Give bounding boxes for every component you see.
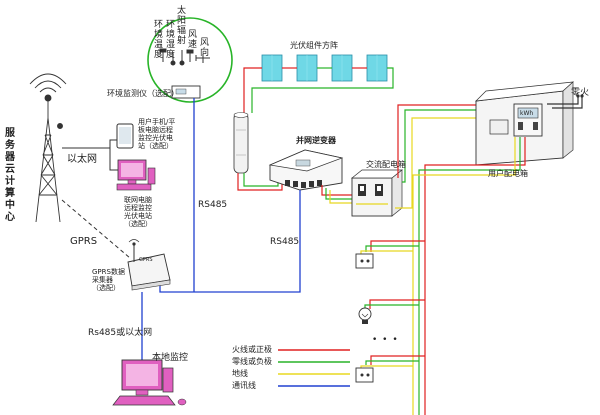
sensor-wind-dir-label: 风向 <box>200 38 209 58</box>
dc-combiner-cylinder <box>233 112 249 174</box>
label-line: （选配） <box>124 220 152 228</box>
label-line: （选配） <box>92 284 120 292</box>
rs485-label-b: RS485 <box>270 237 300 247</box>
label-line: 云 <box>5 164 15 175</box>
label-line: 境 <box>166 30 176 40</box>
meter-reading: kWh <box>520 110 534 117</box>
label-line: 速 <box>188 40 198 50</box>
inverter-to-acbox-wiring <box>321 185 360 204</box>
server-center-label: 服务器云计算中心 <box>5 128 15 224</box>
ethernet-label: 以太网 <box>67 154 97 165</box>
env-monitor-label: 环境监测仪（选配） <box>107 89 179 98</box>
pv-panel-wiring <box>243 67 394 113</box>
load-dots: • • • <box>372 335 399 345</box>
sensor-wind-speed-label: 风速 <box>188 30 197 50</box>
local-monitor-label: 本地监控 <box>152 353 189 363</box>
gprs-collector-device <box>127 239 171 291</box>
label-line: 采集器 <box>92 276 113 284</box>
label-line: 射 <box>177 36 187 46</box>
label-line: 温 <box>154 40 164 50</box>
label-line: 风 <box>188 30 198 40</box>
user-box-label: 用户配电箱 <box>488 169 528 178</box>
tablet-device <box>116 123 134 149</box>
label-line: 环 <box>166 20 176 30</box>
label-line: 联网电脑 <box>124 196 152 204</box>
label-line: 算 <box>5 188 15 199</box>
pc-monitor-label: 联网电脑远程监控光伏电站（选配） <box>124 196 152 228</box>
label-line: 度 <box>154 50 164 60</box>
label-line: 度 <box>166 50 176 60</box>
rs485-ethernet-label: Rs485或以太网 <box>88 328 153 338</box>
label-line: 湿 <box>166 40 176 50</box>
label-line: 心 <box>5 212 15 223</box>
label-line: 环 <box>154 20 164 30</box>
light-bulb <box>358 307 372 324</box>
gprs-collector-label: GPRS数据采集器（选配） <box>92 268 125 292</box>
grid-inverter-label: 并网逆变器 <box>296 136 336 145</box>
comm-lines <box>141 98 301 365</box>
outlet <box>355 367 374 383</box>
label-line: 监控光伏电 <box>138 134 173 142</box>
label-line: 光伏电站 <box>124 212 152 220</box>
label-line: 计 <box>5 176 15 187</box>
label-line: 中 <box>5 200 15 211</box>
label-line: 太 <box>177 6 187 16</box>
user-distribution-box-device <box>475 81 575 166</box>
outlet <box>355 253 374 269</box>
pv-array-label: 光伏组件方阵 <box>290 41 338 50</box>
label-line: 用户手机/平 <box>138 118 176 126</box>
legend-label: 地线 <box>232 369 248 378</box>
gprs-label: GPRS <box>70 236 98 247</box>
neutral-live-label: 零火 <box>571 88 590 98</box>
label-line: GPRS数据 <box>92 268 125 276</box>
sensor-env-temp-label: 环境温度 <box>154 20 163 60</box>
label-line: 辐 <box>177 26 187 36</box>
label-line: 向 <box>200 48 210 58</box>
ac-box-label: 交流配电箱 <box>366 160 406 169</box>
antenna-tower <box>29 73 67 223</box>
label-line: 站（选配） <box>138 142 173 150</box>
local-pc-device <box>112 359 187 406</box>
label-line: 阳 <box>177 16 187 26</box>
label-line: 板电脑远程 <box>138 126 173 134</box>
user-box-neutral-live-wiring <box>547 94 584 109</box>
label-line: 境 <box>154 30 164 40</box>
label-line: 风 <box>200 38 210 48</box>
grid-inverter-device <box>268 149 344 191</box>
gprs-device-tag: GPRS <box>139 257 153 263</box>
sensor-solar-label: 太阳辐射 <box>177 6 186 46</box>
label-line: 服 <box>5 128 15 139</box>
remote-pc-device <box>116 159 156 191</box>
load-bus-wiring <box>360 137 526 415</box>
rs485-label-a: RS485 <box>198 200 228 210</box>
label-line: 器 <box>5 152 15 163</box>
network-links <box>61 139 131 259</box>
legend-label: 火线或正极 <box>232 345 272 354</box>
legend-lines <box>278 349 350 387</box>
ac-distribution-box-device <box>351 169 403 217</box>
legend-label: 通讯线 <box>232 381 256 390</box>
legend-label: 零线或负极 <box>232 357 272 366</box>
label-line: 务 <box>5 140 15 151</box>
env-monitor-circle <box>147 17 233 103</box>
sensor-env-humidity-label: 环境湿度 <box>166 20 175 60</box>
mobile-monitor-label: 用户手机/平板电脑远程监控光伏电站（选配） <box>138 118 175 150</box>
label-line: 远程监控 <box>124 204 152 212</box>
